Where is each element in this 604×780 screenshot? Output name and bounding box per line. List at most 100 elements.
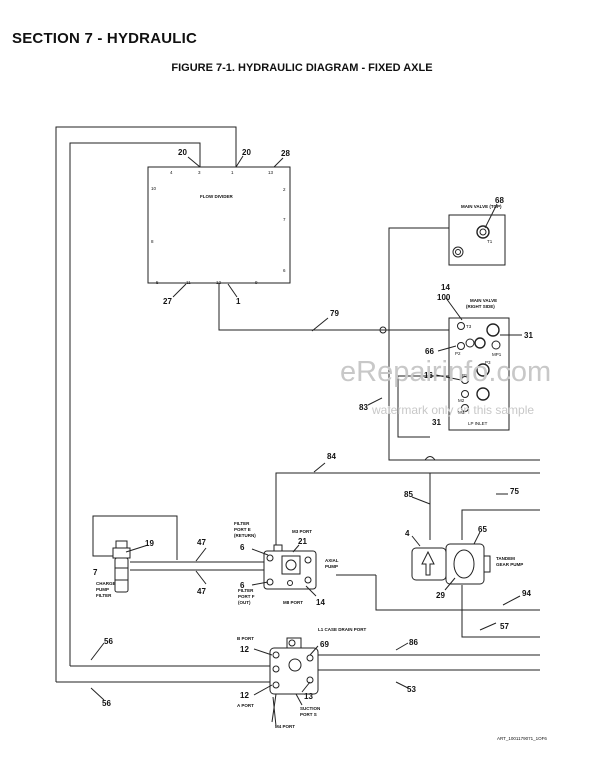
filter-canister — [114, 557, 129, 593]
axial-pump: FILTER PORT E (RETURN) FILTER PORT F (OU… — [234, 521, 339, 605]
port-label: P3 — [485, 360, 491, 365]
main-valve-top: MAIN VALVE (TOP) T1 — [448, 204, 506, 266]
callout-number: 12 — [240, 691, 249, 700]
callout-number: 56 — [102, 699, 111, 708]
callout-number: 12 — [240, 645, 249, 654]
main-valve-right-label-2: (RIGHT SIDE) — [466, 304, 495, 309]
callout-number: 19 — [145, 539, 154, 548]
callout-number: 6 — [240, 581, 245, 590]
callout-number: 56 — [104, 637, 113, 646]
port-label: P2 — [455, 351, 461, 356]
flow-divider-pin: 12 — [216, 280, 222, 285]
callout-number: 13 — [304, 692, 313, 701]
callout-number: 69 — [320, 640, 329, 649]
charge-pump-filter: CHARGE PUMP FILTER — [96, 540, 131, 598]
axial-pump-core — [281, 555, 301, 575]
port-circle — [476, 363, 490, 377]
port-circle — [461, 404, 469, 412]
drive-pump-top — [286, 637, 302, 649]
callout-number: 66 — [425, 347, 434, 356]
callout-number: 29 — [436, 591, 445, 600]
filter-port-f-label: FILTER — [238, 588, 254, 593]
flow-divider-pin: 8 — [151, 239, 154, 244]
l1-port-label: L1 CASE DRAIN PORT — [318, 627, 367, 632]
flow-divider-pin: 3 — [198, 170, 201, 175]
main-valve-top-label: MAIN VALVE (TOP) — [461, 204, 502, 209]
line-84 — [275, 472, 540, 551]
callout-number: 53 — [407, 685, 416, 694]
b-port-label: B PORT — [237, 636, 254, 641]
line-inner-left — [69, 142, 201, 666]
callout-number: 31 — [524, 331, 533, 340]
filter-head — [112, 547, 131, 559]
art-reference: ART_1001179071_1OF6 — [497, 736, 547, 741]
flow-divider: FLOW DIVIDER 4 3 1 13 10 2 7 8 6 5 11 12… — [147, 166, 291, 285]
callout-number: 86 — [409, 638, 418, 647]
filter-label-2: PUMP — [96, 587, 109, 592]
port-circle — [476, 387, 490, 401]
callout-number: 57 — [500, 622, 509, 631]
filter-label-3: FILTER — [96, 593, 112, 598]
m8-port-label: M8 PORT — [283, 600, 303, 605]
filter-port-e-label-3: (RETURN) — [234, 533, 256, 538]
watermark-text: eRepairinfo.com — [340, 356, 551, 388]
port-circle — [486, 323, 500, 337]
callout-number: 21 — [298, 537, 307, 546]
port-label: MP1 — [492, 352, 502, 357]
filter-port-f-label-2: PORT F — [238, 594, 255, 599]
axial-pump-label-2: PUMP — [325, 564, 338, 569]
callout-number: 27 — [163, 297, 172, 306]
line-47-upper — [92, 515, 178, 560]
filter-port-e-label-2: PORT E — [234, 527, 251, 532]
flow-divider-pin: 7 — [283, 217, 286, 222]
line-outer-left — [55, 126, 237, 682]
port-circle — [457, 342, 465, 350]
line-83 — [388, 227, 540, 461]
section-title: SECTION 7 - HYDRAULIC — [12, 30, 198, 47]
a-port-label: A PORT — [237, 703, 254, 708]
port-label: M3 — [458, 410, 465, 415]
port-circle — [491, 340, 501, 350]
port-circle — [452, 246, 464, 258]
port-circle — [461, 376, 469, 384]
figure-title: FIGURE 7-1. HYDRAULIC DIAGRAM - FIXED AX… — [171, 62, 433, 74]
callout-number: 14 — [316, 598, 325, 607]
tandem-gear-pump: TANDEM GEAR PUMP — [411, 543, 523, 585]
filter-port-f-label-3: (OUT) — [238, 600, 251, 605]
callout-number: 20 — [242, 148, 251, 157]
flow-divider-pin: 1 — [231, 170, 234, 175]
port-label: PS — [462, 373, 468, 378]
line-94 — [375, 575, 540, 611]
callout-number: 79 — [330, 309, 339, 318]
callout-number: 31 — [432, 418, 441, 427]
watermark-subtext: watermark only on this sample — [371, 403, 534, 417]
callout-number: 94 — [522, 589, 531, 598]
axial-pump-label: AXIAL — [325, 558, 339, 563]
m4-port-label: M4 PORT — [275, 724, 295, 729]
line-83-inner — [397, 375, 449, 438]
port-circle — [457, 322, 465, 330]
callout-number: 83 — [359, 403, 368, 412]
main-valve-right-label: MAIN VALVE — [470, 298, 497, 303]
callout-number: 28 — [281, 149, 290, 158]
lp-inlet-label: LP INLET — [468, 421, 488, 426]
gear-pump-shaft — [483, 555, 491, 573]
line-84-hop — [424, 456, 436, 461]
callout-number: 14 — [441, 283, 450, 292]
main-valve-right: MAIN VALVE (RIGHT SIDE) T3 P2 MP1 P3 PS … — [448, 298, 510, 431]
callout-number: 16 — [424, 371, 433, 380]
port-circle-inner — [455, 249, 461, 255]
callout-number: 47 — [197, 538, 206, 547]
callout-number: 84 — [327, 452, 336, 461]
port-circle — [476, 225, 490, 239]
filter-cap — [115, 540, 128, 549]
port-circle — [461, 390, 469, 398]
flow-divider-pin: 2 — [283, 187, 286, 192]
callouts: 20 20 28 27 1 68 14 100 31 66 16 31 79 8… — [93, 148, 533, 708]
callout-number: 47 — [197, 587, 206, 596]
arrow-up-icon — [421, 550, 435, 576]
flow-divider-label: FLOW DIVIDER — [200, 194, 233, 199]
flow-divider-pin: 5 — [156, 280, 159, 285]
port-label-t1: T1 — [487, 239, 493, 244]
